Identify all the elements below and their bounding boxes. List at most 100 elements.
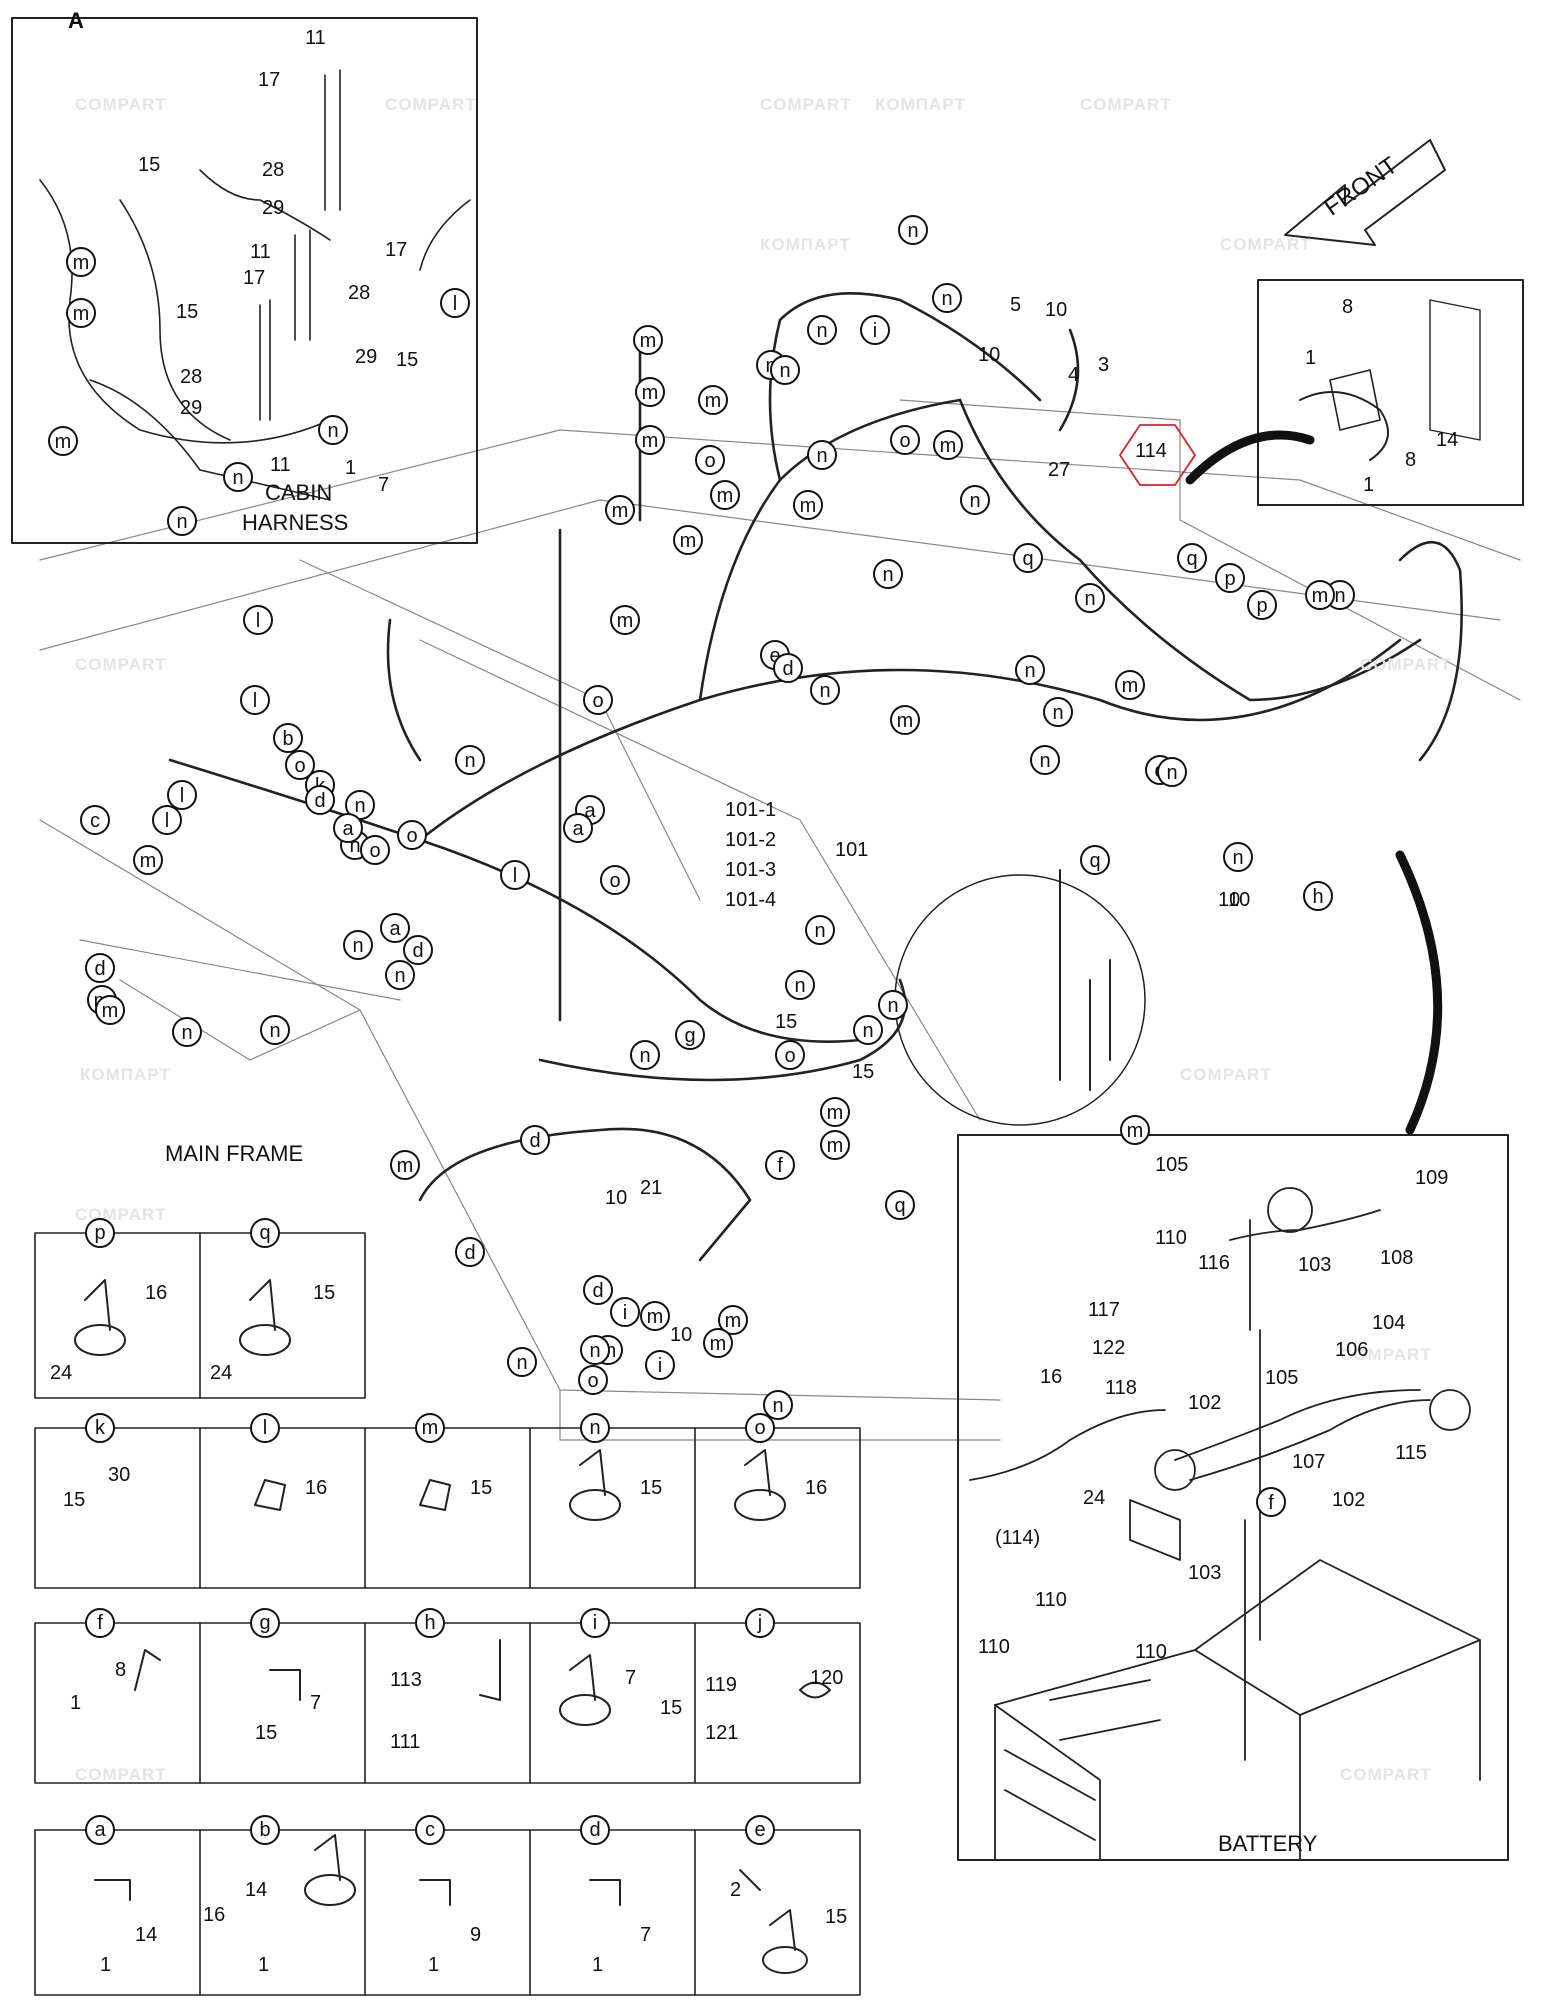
callout-circle: n bbox=[580, 1335, 610, 1365]
inset-a-number: 11 bbox=[250, 241, 271, 263]
callout-circle: m bbox=[66, 298, 96, 328]
battery-number: 122 bbox=[1092, 1337, 1126, 1359]
panel-title-l: l bbox=[250, 1413, 280, 1443]
frame-outline bbox=[39, 399, 1521, 1441]
panel-part-number: 15 bbox=[255, 1722, 278, 1744]
watermark: КОМПАРТ bbox=[875, 95, 966, 114]
panel-part-number: 16 bbox=[305, 1477, 328, 1499]
battery-number: 116 bbox=[1198, 1252, 1230, 1274]
inset-114-number: 8 bbox=[1405, 449, 1417, 471]
callout-circle: m bbox=[640, 1301, 670, 1331]
callout-circle: q bbox=[1177, 543, 1207, 573]
battery-number: 110 bbox=[1135, 1641, 1167, 1663]
callout-circle: q bbox=[885, 1190, 915, 1220]
callout-circle: m bbox=[703, 1328, 733, 1358]
panel-part-number: 14 bbox=[135, 1924, 158, 1946]
callout-circle: n bbox=[1043, 697, 1073, 727]
battery-label: BATTERY bbox=[1218, 1831, 1318, 1856]
main-number: 10 bbox=[1045, 299, 1068, 321]
callout-circle: a bbox=[563, 813, 593, 843]
callout-circle: i bbox=[610, 1297, 640, 1327]
main-number: 101-4 bbox=[725, 889, 777, 911]
battery-number: 102 bbox=[1332, 1489, 1366, 1511]
main-number: 15 bbox=[775, 1011, 798, 1033]
callout-circle: m bbox=[718, 1305, 748, 1335]
battery-callout-circle: f bbox=[1256, 1487, 1286, 1517]
callout-circle: m bbox=[635, 377, 665, 407]
callout-circle: n bbox=[385, 960, 415, 990]
panel-part-number: 15 bbox=[313, 1282, 336, 1304]
inset-a-number: 7 bbox=[378, 474, 390, 496]
callout-circle: n bbox=[770, 355, 800, 385]
battery-number: 115 bbox=[1395, 1442, 1427, 1464]
panel-part-number: 7 bbox=[640, 1924, 652, 1946]
battery-number: 110 bbox=[1035, 1589, 1067, 1611]
inset-a-number: 17 bbox=[258, 69, 281, 91]
watermark: COMPART bbox=[1360, 655, 1452, 674]
panel-part-number: 15 bbox=[825, 1906, 848, 1928]
panel-grid bbox=[34, 1232, 861, 1996]
main-number: 21 bbox=[640, 1177, 663, 1199]
callout-circle: g bbox=[675, 1020, 705, 1050]
callout-circle: m bbox=[610, 605, 640, 635]
panel-title-a: a bbox=[85, 1815, 115, 1845]
panel-title-j: j bbox=[745, 1608, 775, 1638]
panel-title-m: m bbox=[415, 1413, 445, 1443]
main-number: 10 bbox=[978, 344, 1001, 366]
battery-number: (114) bbox=[995, 1527, 1041, 1549]
panel-title-q: q bbox=[250, 1218, 280, 1248]
callout-circle: o bbox=[397, 820, 427, 850]
callout-circle: n bbox=[932, 283, 962, 313]
callout-circle: b bbox=[273, 723, 303, 753]
callout-circle: m bbox=[633, 325, 663, 355]
panel-part-number: 30 bbox=[108, 1464, 131, 1486]
inset-a-number: 29 bbox=[262, 197, 285, 219]
panel-title-o: o bbox=[745, 1413, 775, 1443]
panel-part-number: 15 bbox=[470, 1477, 493, 1499]
panel-title-d: d bbox=[580, 1815, 610, 1845]
main-number: 27 bbox=[1048, 459, 1071, 481]
battery-inset-box bbox=[957, 1134, 1509, 1861]
battery-number: 105 bbox=[1265, 1367, 1299, 1389]
main-number: 101-1 bbox=[725, 799, 777, 821]
inset-114-number: 1 bbox=[1305, 347, 1317, 369]
watermark: COMPART bbox=[1180, 1065, 1272, 1084]
battery-number: 110 bbox=[1155, 1227, 1187, 1249]
callout-circle: p bbox=[1247, 590, 1277, 620]
callout-circle: a bbox=[380, 913, 410, 943]
watermark: COMPART bbox=[1080, 95, 1172, 114]
callout-circle: c bbox=[80, 805, 110, 835]
inset-a-number: 29 bbox=[180, 397, 203, 419]
callout-circle: n bbox=[223, 462, 253, 492]
callout-circle: m bbox=[890, 705, 920, 735]
main-number: 10 bbox=[605, 1187, 628, 1209]
panel-part-number: 2 bbox=[730, 1879, 742, 1901]
main-number: 10 bbox=[1218, 889, 1241, 911]
callout-circle: o bbox=[695, 445, 725, 475]
panel-part-number: 121 bbox=[705, 1722, 739, 1744]
watermark: COMPART bbox=[1340, 1765, 1432, 1784]
panel-part-number: 14 bbox=[245, 1879, 268, 1901]
panel-part-number: 8 bbox=[115, 1659, 127, 1681]
panel-part-number: 15 bbox=[640, 1477, 663, 1499]
callout-circle: n bbox=[1075, 583, 1105, 613]
callout-circle: m bbox=[48, 426, 78, 456]
callout-circle: m bbox=[635, 425, 665, 455]
inset-a-number: 28 bbox=[348, 282, 371, 304]
panel-title-b: b bbox=[250, 1815, 280, 1845]
clamp-icons bbox=[74, 1279, 831, 1974]
main-number: 5 bbox=[1010, 294, 1022, 316]
panel-title-k: k bbox=[85, 1413, 115, 1443]
inset-a-number: 28 bbox=[180, 366, 203, 388]
battery-number: 105 bbox=[1155, 1154, 1189, 1176]
arrow-114 bbox=[1185, 430, 1315, 485]
panel-title-c: c bbox=[415, 1815, 445, 1845]
battery-number: 118 bbox=[1105, 1377, 1137, 1399]
callout-circle: m bbox=[1120, 1115, 1150, 1145]
front-arrow bbox=[1284, 139, 1446, 246]
battery-number: 107 bbox=[1292, 1451, 1326, 1473]
inset-a-box bbox=[11, 17, 478, 544]
callout-circle: n bbox=[878, 990, 908, 1020]
inset-a-letter: A bbox=[68, 8, 84, 33]
inset-114-number: 1 bbox=[1363, 474, 1375, 496]
